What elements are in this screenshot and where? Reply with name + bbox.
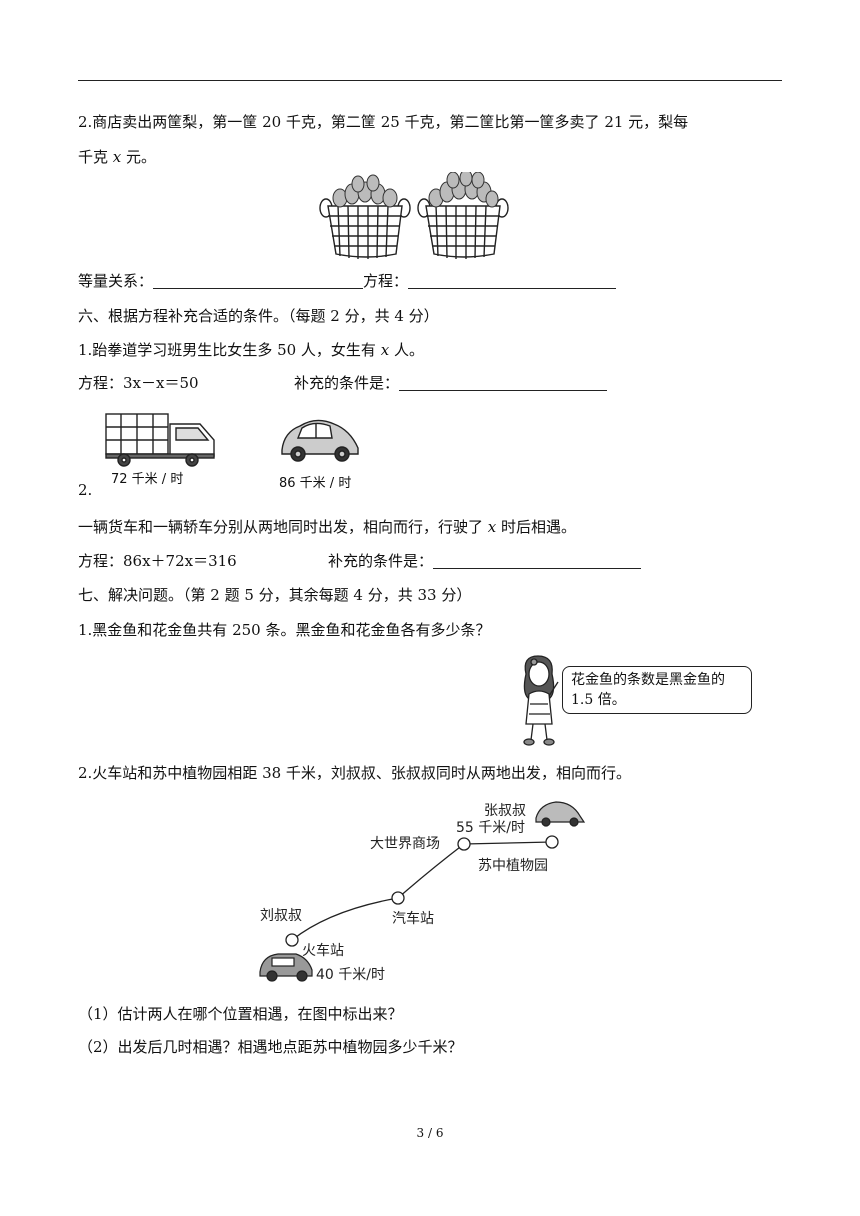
route-map: 张叔叔 55 千米/时 大世界商场 苏中植物园 汽车站 刘叔叔 火车站 40 千… bbox=[259, 801, 586, 983]
train-station-dot bbox=[285, 933, 299, 947]
section6-q1-equation: 方程：3x－x＝50 bbox=[78, 374, 199, 392]
section6-q2-number: 2. bbox=[78, 481, 93, 499]
equation-blank[interactable] bbox=[408, 272, 617, 289]
section6-q2-text: 一辆货车和一辆轿车分别从两地同时出发，相向而行，行驶了 x 时后相遇。 bbox=[78, 518, 577, 536]
label-train-station: 火车站 bbox=[302, 942, 344, 959]
bottom-car-icon bbox=[259, 953, 313, 982]
label-mall: 大世界商场 bbox=[370, 836, 440, 852]
pear-basket-left bbox=[319, 174, 411, 259]
section7-q1-text: 1.黑金鱼和花金鱼共有 250 条。黑金鱼和花金鱼各有多少条？ bbox=[78, 621, 491, 639]
section6-q2-equation: 方程：86x＋72x＝316 bbox=[78, 552, 237, 570]
q5-2-answer-line: 等量关系：方程： bbox=[78, 271, 617, 291]
section7-q2-text: 2.火车站和苏中植物园相距 38 千米，刘叔叔、张叔叔同时从两地出发，相向而行。 bbox=[78, 764, 631, 782]
q2-condition-blank[interactable] bbox=[433, 552, 642, 569]
car-speed-label: 86 千米 / 时 bbox=[279, 476, 352, 491]
garden-dot bbox=[545, 835, 559, 849]
label-garden: 苏中植物园 bbox=[478, 858, 548, 874]
section6-q1-text: 1.跆拳道学习班男生比女生多 50 人，女生有 x 人。 bbox=[78, 341, 424, 359]
section6-q1-condition: 补充的条件是： bbox=[294, 373, 608, 393]
q1-condition-blank[interactable] bbox=[399, 374, 608, 391]
page-number: 3 / 6 bbox=[416, 1126, 444, 1140]
section6-title: 六、根据方程补充合适的条件。（每题 2 分，共 4 分） bbox=[78, 307, 439, 325]
label-liu: 刘叔叔 bbox=[260, 908, 302, 924]
q5-2-line1: 2.商店卖出两筐梨，第一筐 20 千克，第二筐 25 千克，第二筐比第一筐多卖了… bbox=[78, 113, 689, 131]
section7-title: 七、解决问题。（第 2 题 5 分，其余每题 4 分，共 33 分） bbox=[78, 586, 472, 604]
label-liu-speed: 40 千米/时 bbox=[316, 967, 385, 983]
label-zhang: 张叔叔 bbox=[484, 803, 526, 819]
girl-illustration bbox=[523, 655, 559, 746]
relation-blank[interactable] bbox=[153, 272, 364, 289]
header-rule bbox=[78, 80, 782, 81]
top-car-icon bbox=[535, 801, 586, 827]
speech-bubble: 花金鱼的条数是黑金鱼的 1.5 倍。 bbox=[562, 666, 752, 714]
label-zhang-speed: 55 千米/时 bbox=[456, 820, 525, 836]
mall-dot bbox=[457, 837, 471, 851]
pear-baskets-illustration bbox=[319, 172, 509, 259]
section7-q2-sub2: （2）出发后几时相遇？相遇地点距苏中植物园多少千米？ bbox=[78, 1038, 463, 1056]
pear-basket-right bbox=[417, 172, 509, 259]
q5-2-line2: 千克 x 元。 bbox=[78, 148, 157, 166]
section6-q2-condition: 补充的条件是： bbox=[328, 551, 642, 571]
label-bus-station: 汽车站 bbox=[392, 910, 434, 927]
section7-q2-sub1: （1）估计两人在哪个位置相遇，在图中标出来？ bbox=[78, 1005, 403, 1023]
truck-illustration bbox=[105, 413, 215, 467]
bus-station-dot bbox=[391, 891, 405, 905]
car-illustration bbox=[281, 419, 359, 462]
truck-speed-label: 72 千米 / 时 bbox=[111, 472, 184, 487]
